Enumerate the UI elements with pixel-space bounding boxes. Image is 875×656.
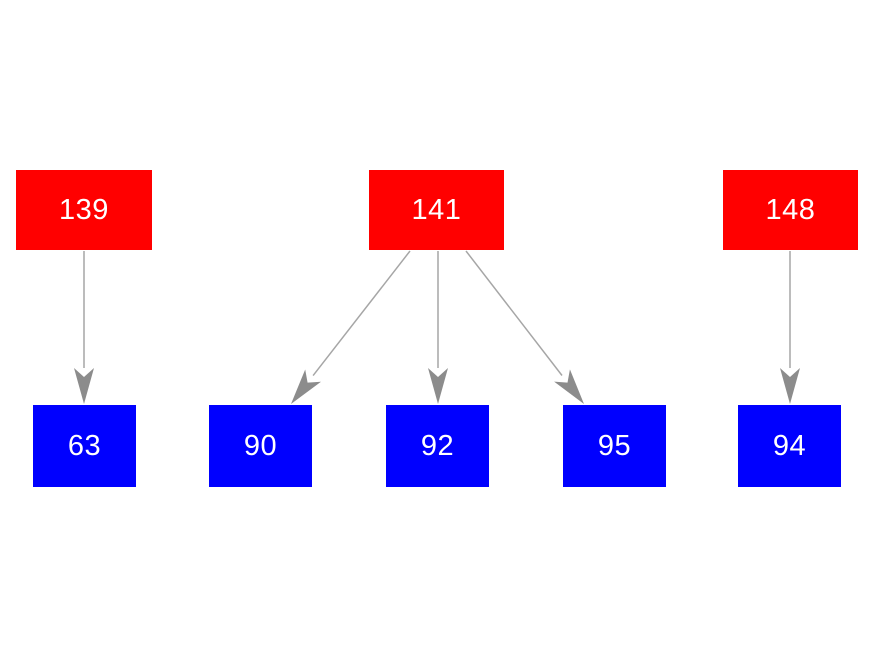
node-148-parent: 148 [723,170,858,250]
node-label: 63 [67,429,102,462]
node-label: 90 [243,429,278,462]
node-label: 148 [765,193,816,226]
node-label: 94 [772,429,807,462]
node-label: 95 [597,429,632,462]
node-label: 92 [420,429,455,462]
node-90-child: 90 [209,405,312,487]
node-139-parent: 139 [16,170,152,250]
node-141-parent: 141 [369,170,504,250]
node-63-child: 63 [33,405,136,487]
node-95-child: 95 [563,405,666,487]
node-label: 141 [411,193,462,226]
node-92-child: 92 [386,405,489,487]
node-94-child: 94 [738,405,841,487]
edge-141-to-90 [291,250,411,404]
edge-141-to-95 [465,250,584,404]
node-label: 139 [59,193,109,226]
